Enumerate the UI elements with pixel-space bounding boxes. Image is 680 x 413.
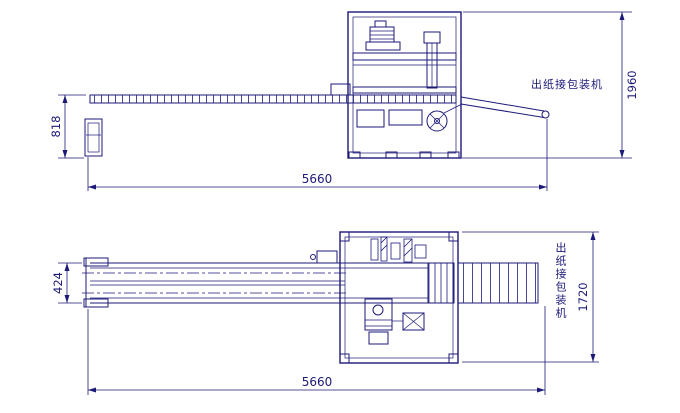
dim-818 xyxy=(58,94,86,159)
dim-818-value: 818 xyxy=(49,116,63,138)
elevation-arrows xyxy=(62,12,625,190)
output-conveyor-elevation xyxy=(443,96,550,119)
dim-5660-plan-value: 5660 xyxy=(302,375,333,389)
elevation-view xyxy=(84,11,550,159)
vertical-slide xyxy=(423,31,441,89)
side-sensor xyxy=(310,250,338,264)
dim-1720 xyxy=(462,231,599,363)
plan-view xyxy=(82,231,539,364)
elevation-dimensions xyxy=(58,11,632,191)
dim-5660-plan xyxy=(87,306,546,395)
dim-1960-value: 1960 xyxy=(625,70,639,99)
inner-roller-section xyxy=(427,262,455,304)
plan-arrows xyxy=(64,232,596,393)
plan-dimensions xyxy=(58,231,599,395)
motor-elevation xyxy=(365,20,401,51)
end-bracket xyxy=(83,257,109,308)
dim-5660-elevation xyxy=(87,119,548,191)
machine-label-elevation: 出纸接包装机 xyxy=(531,77,603,91)
infeed-conveyor-plan xyxy=(82,262,428,304)
machine-label-plan: 出纸接包装机 xyxy=(554,242,567,320)
top-components xyxy=(370,236,427,263)
output-conveyor-plan xyxy=(457,262,539,304)
dim-1720-value: 1720 xyxy=(576,282,590,311)
drive-wheel xyxy=(426,110,448,132)
motor-plan xyxy=(364,298,425,345)
feeder-stand xyxy=(84,118,103,157)
infeed-conveyor-elevation xyxy=(89,94,457,104)
dim-5660-elevation-value: 5660 xyxy=(302,172,333,186)
machine-frame-elevation xyxy=(347,11,462,159)
dim-424-value: 424 xyxy=(51,272,65,294)
